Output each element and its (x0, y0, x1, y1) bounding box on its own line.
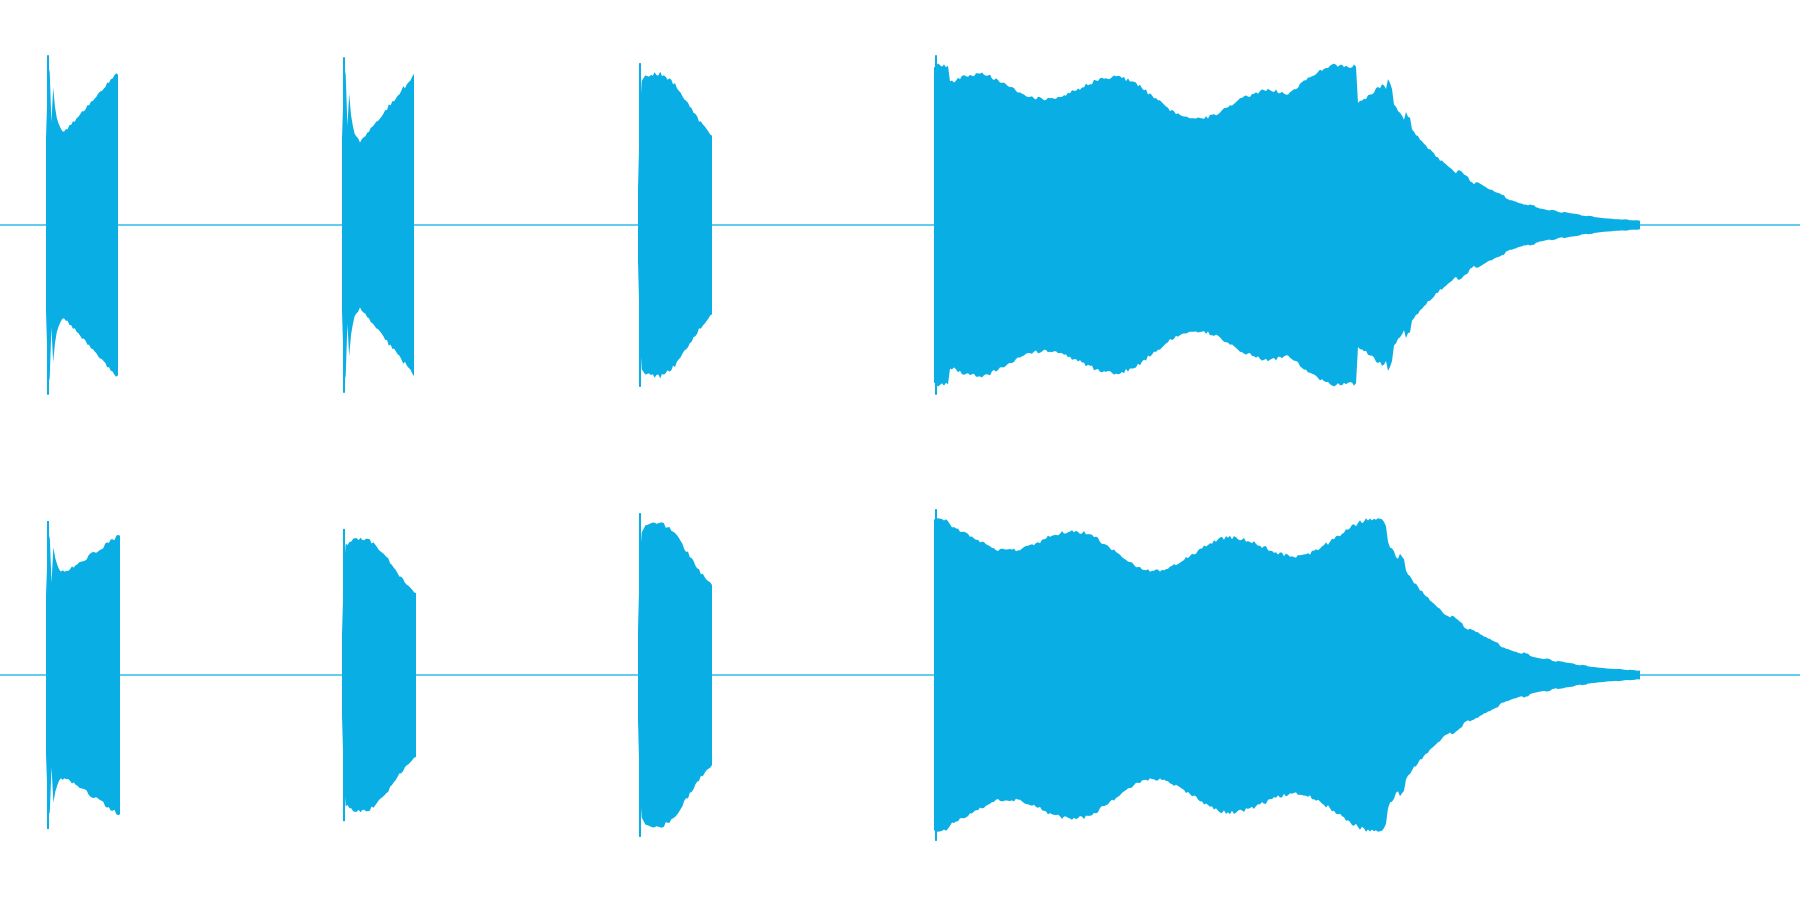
channel-2-burst-1 (46, 534, 120, 816)
channel-1-burst-2 (342, 71, 414, 379)
channel-2-burst-3 (638, 522, 712, 828)
channel-1-burst-3 (638, 71, 712, 379)
channel-2-burst-4 (934, 518, 1640, 832)
channel-1-burst-4 (934, 63, 1640, 387)
channel-1-burst-1 (46, 68, 118, 382)
channel-2-burst-2 (342, 537, 416, 813)
